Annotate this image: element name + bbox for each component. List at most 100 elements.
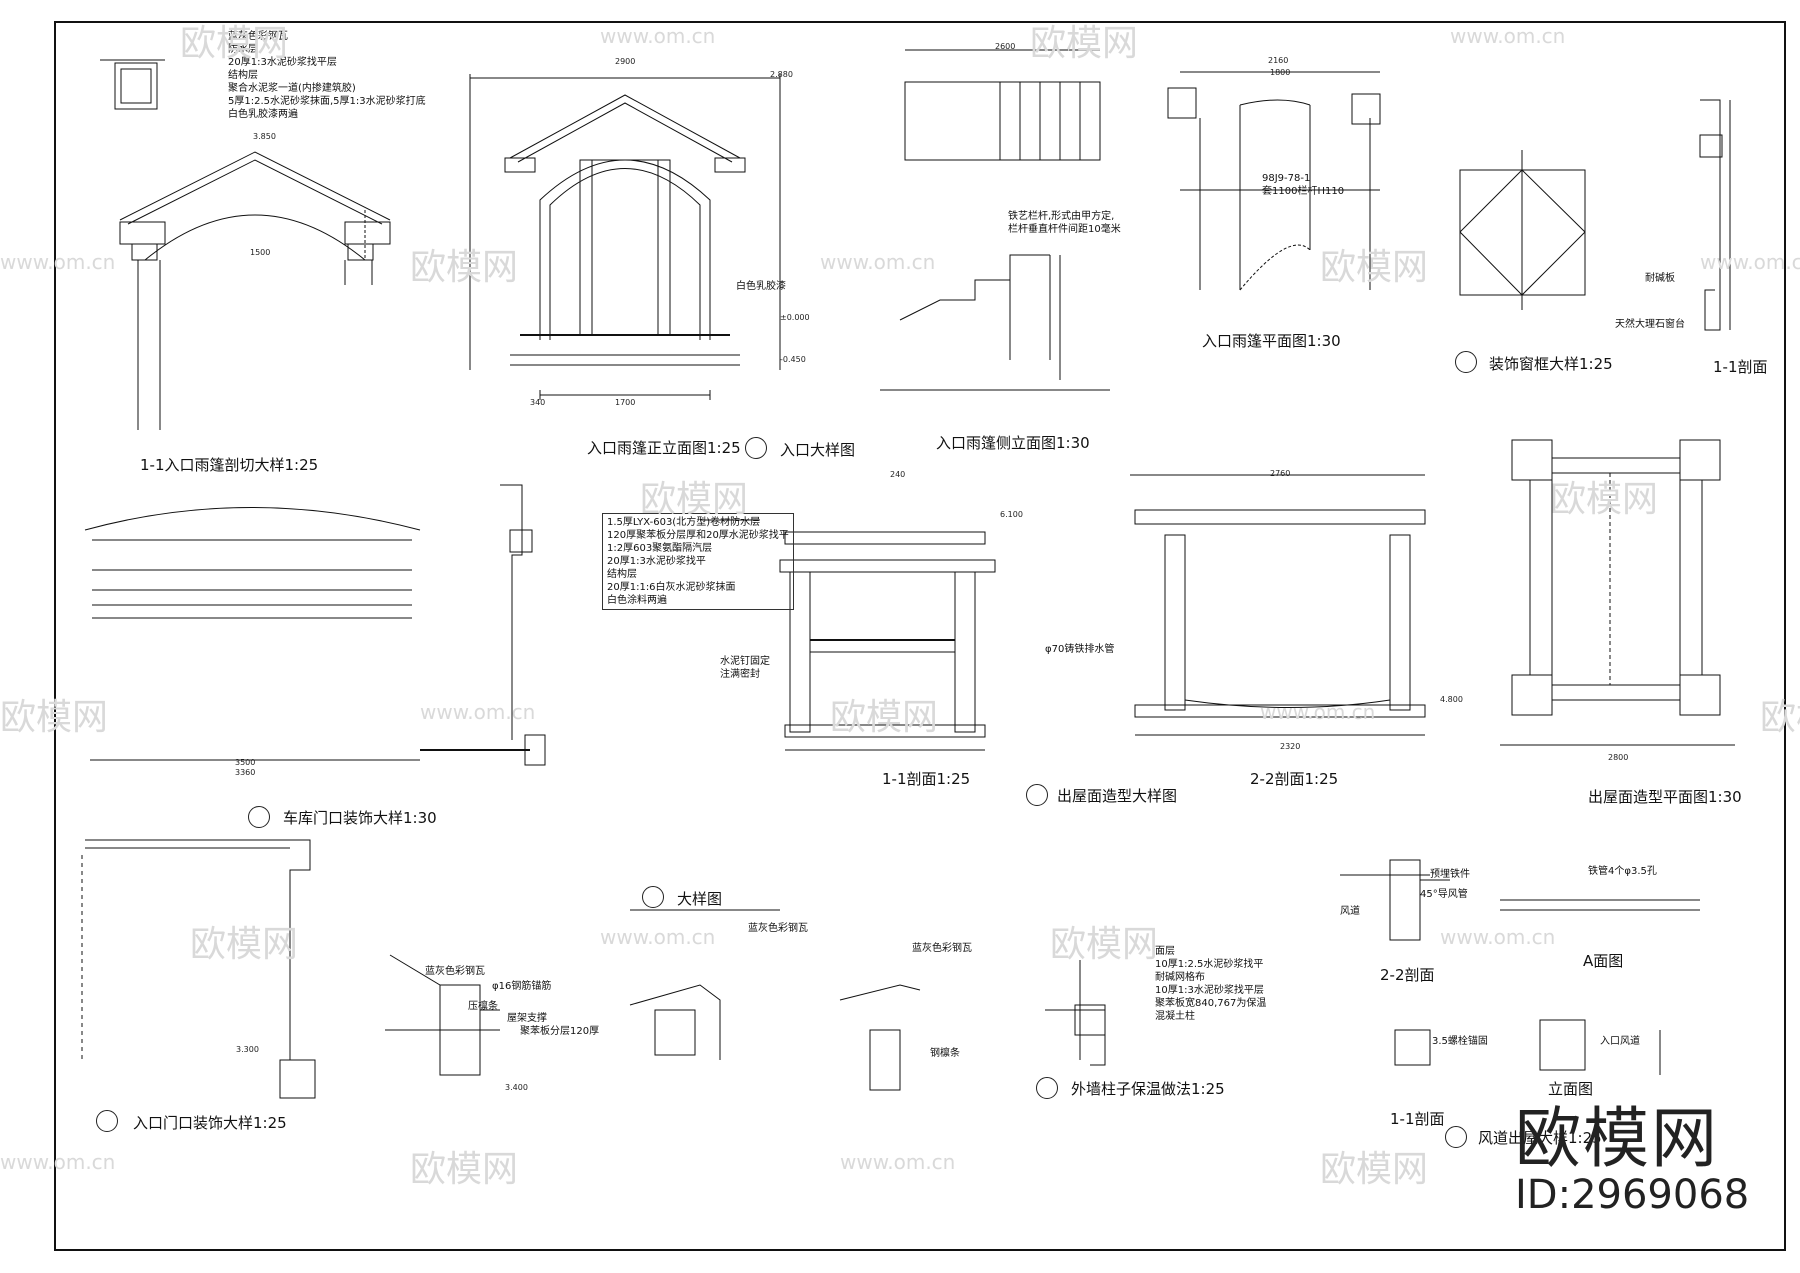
dimension-label: 3360 [235, 768, 256, 777]
duct-note-7: 3.5螺栓锚固 [1432, 1036, 1488, 1047]
title-canopy-side: 入口雨篷侧立面图1:30 [936, 434, 1090, 452]
detail-index-circle [1445, 1126, 1467, 1148]
eave-note-8: 蓝灰色彩钢瓦 [912, 943, 972, 954]
canopy-front-elevation [469, 74, 781, 400]
watermark-logo: 欧模网 [0, 697, 109, 738]
dimension-label: 1800 [1270, 68, 1291, 77]
drain-note: φ70铸铁排水管 [1045, 644, 1115, 655]
title-parapet-section-1: 1-1剖面1:25 [882, 770, 971, 788]
dimension-label: 340 [530, 398, 546, 407]
eave-details [385, 954, 1106, 1091]
title-window-section: 1-1剖面 [1713, 358, 1768, 376]
duct-note-8: 入口风道 [1600, 1036, 1640, 1047]
watermark-logo: 欧模网 [830, 697, 939, 738]
title-entrance-door: 入口门口装饰大样1:25 [133, 1114, 287, 1132]
title-duct-section-2: 2-2剖面 [1380, 966, 1435, 984]
eave-note-7: 蓝灰色彩钢瓦 [748, 923, 808, 934]
dimension-label: -0.450 [780, 355, 806, 364]
watermark-url: www.om.cn [0, 1150, 116, 1174]
watermark-logo: 欧模网 [1320, 247, 1429, 288]
title-canopy-plan: 入口雨篷平面图1:30 [1202, 332, 1341, 350]
dimension-label: 2900 [615, 57, 636, 66]
dimension-label: 2800 [1608, 753, 1629, 762]
brand-logo-text: 欧模网 [1515, 1100, 1719, 1177]
title-duct-elevation: 立面图 [1548, 1080, 1594, 1098]
title-garage-door: 车库门口装饰大样1:30 [283, 809, 437, 827]
dimension-label: 240 [890, 470, 906, 479]
title-parapet-plan: 出屋面造型平面图1:30 [1588, 788, 1742, 806]
dimension-label: 2320 [1280, 742, 1301, 751]
dimension-label: 1500 [250, 248, 271, 257]
watermark-logo: 欧模网 [1320, 1149, 1429, 1190]
title-duct-a-view: A面图 [1583, 952, 1624, 970]
dimension-label: 4.800 [1440, 695, 1463, 704]
detail-index-circle [1026, 784, 1048, 806]
rail-note: 铁艺栏杆,形式由甲方定,栏杆垂直杆件间距10毫米 [1008, 211, 1121, 235]
detail-index-circle [248, 806, 270, 828]
board-note: 耐碱板 [1645, 273, 1675, 284]
dimension-label: 2.880 [770, 70, 793, 79]
watermark-url: www.om.cn [1260, 700, 1376, 724]
watermark-url: www.om.cn [0, 250, 116, 274]
dimension-label: 3.300 [236, 1045, 259, 1054]
dimension-label: 2160 [1268, 56, 1289, 65]
eave-note-1: 蓝灰色彩钢瓦 [425, 966, 485, 977]
detail-index-circle [1036, 1077, 1058, 1099]
watermark-url: www.om.cn [420, 700, 536, 724]
title-duct-roof: 风道出屋大样1:25 [1478, 1129, 1602, 1147]
watermark-logo: 欧模网 [1050, 924, 1159, 965]
stone-sill-note: 天然大理石窗台 [1615, 319, 1685, 330]
dimension-label: 3500 [235, 758, 256, 767]
eave-note-5: 聚苯板分层120厚 [520, 1026, 600, 1037]
canopy-section-detail [100, 59, 391, 430]
detail-index-circle [96, 1110, 118, 1132]
watermark-logo: 欧模网 [1550, 479, 1659, 520]
duct-note-6: 铁管4个φ3.5孔 [1588, 866, 1657, 877]
watermark-logo: 欧模网 [180, 23, 289, 64]
detail-index-circle [642, 886, 664, 908]
eave-note-6: 钢檩条 [930, 1048, 960, 1059]
title-parapet-section-2: 2-2剖面1:25 [1250, 770, 1339, 788]
parapet-section-1-1 [700, 519, 996, 751]
title-window-frame: 装饰窗框大样1:25 [1489, 355, 1613, 373]
title-canopy-front: 入口雨篷正立面图1:25 [587, 439, 741, 457]
eave-note-3: 压檩条 [468, 1001, 498, 1012]
paint-note: 白色乳胶漆 [736, 281, 786, 292]
dimension-label: ±0.000 [780, 313, 810, 322]
title-canopy-section: 1-1入口雨篷剖切大样1:25 [140, 456, 319, 474]
watermark-logo: 欧模网 [190, 924, 299, 965]
garage-door-detail [84, 484, 546, 766]
brand-id-text: ID:2969068 [1515, 1172, 1750, 1218]
title-parapet-detail: 出屋面造型大样图 [1057, 787, 1178, 805]
watermark-url: www.om.cn [1440, 925, 1556, 949]
dimension-label: 2760 [1270, 469, 1291, 478]
dimension-label: 1700 [615, 398, 636, 407]
canopy-plan [1167, 71, 1381, 291]
watermark-url: www.om.cn [600, 24, 716, 48]
dimension-label: 3.400 [505, 1083, 528, 1092]
dimension-label: 6.100 [1000, 510, 1023, 519]
title-wall-insulation: 外墙柱子保温做法1:25 [1071, 1080, 1225, 1098]
title-entrance-detail: 入口大样图 [780, 441, 856, 459]
duct-note-2: 45°导风管 [1420, 889, 1468, 900]
watermark-logo: 欧模网 [1760, 697, 1800, 738]
parapet-plan [1500, 439, 1735, 746]
watermark-logo: 欧模网 [410, 247, 519, 288]
seal-note: 水泥钉固定注满密封 [720, 656, 770, 680]
watermark-url: www.om.cn [820, 250, 936, 274]
sheet-frame [54, 21, 1786, 1251]
canopy-side-elevation [880, 49, 1110, 391]
watermark-logo: 欧模网 [640, 479, 749, 520]
watermark-logo: 欧模网 [1030, 23, 1139, 64]
eave-note-4: 屋架支撑 [507, 1013, 547, 1024]
duct-details [1340, 859, 1700, 1075]
watermark-logo: 欧模网 [410, 1149, 519, 1190]
title-details: 大样图 [677, 890, 723, 908]
watermark-url: www.om.cn [1700, 250, 1800, 274]
eave-note-2: φ16钢筋锚筋 [492, 981, 552, 992]
dimension-label: 3.850 [253, 132, 276, 141]
